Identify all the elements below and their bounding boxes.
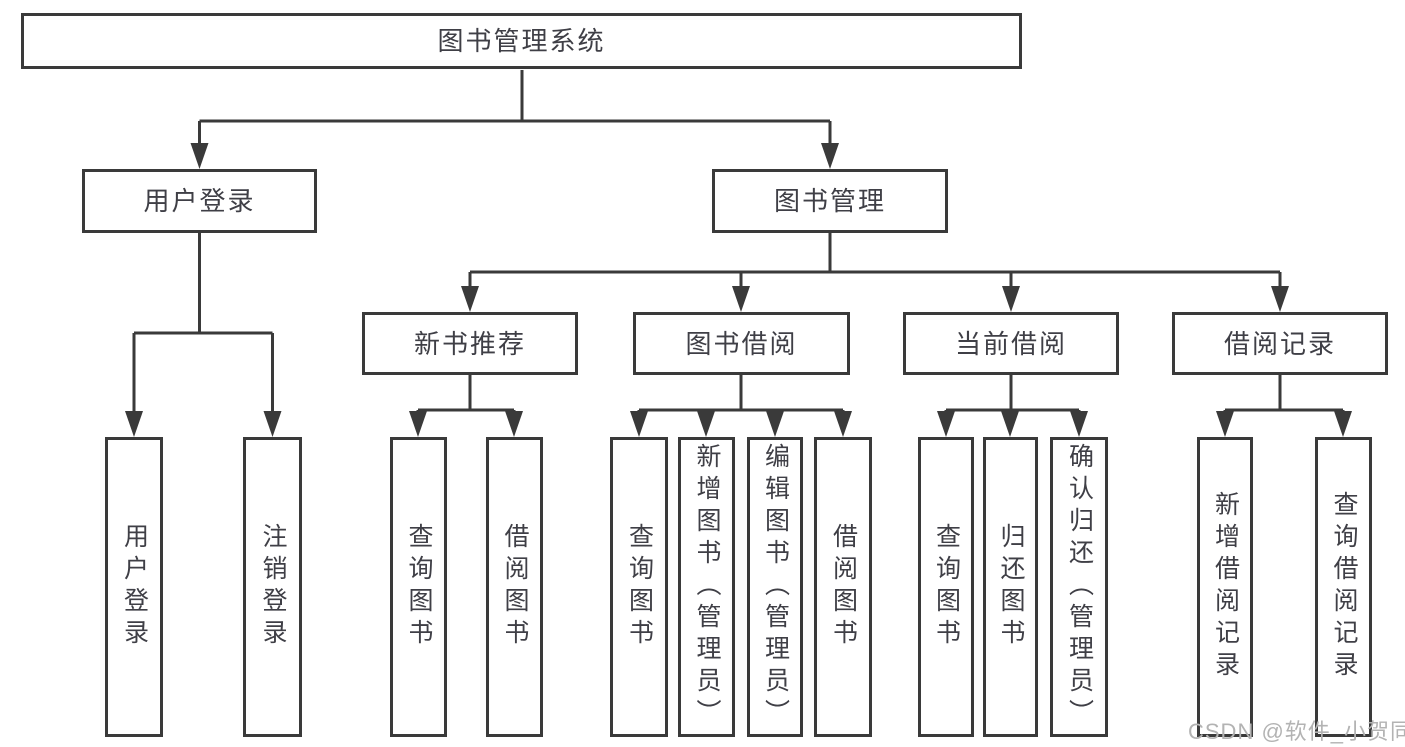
arrow-to-user-login bbox=[190, 143, 209, 169]
node-label: 当前借阅 bbox=[954, 328, 1067, 359]
leaf-query-books: 查询图书 bbox=[610, 437, 668, 737]
leaf-edit-books-admin: 编辑图书（管理员） bbox=[747, 437, 803, 737]
connector-borrowing-records-split bbox=[1223, 375, 1345, 414]
node-library-management-system: 图书管理系统 bbox=[21, 13, 1022, 69]
node-label: 图书管理系统 bbox=[437, 26, 606, 56]
arrow-to-current-borrowing bbox=[1002, 286, 1020, 312]
leaf-label: 注销登录 bbox=[259, 523, 287, 651]
node-borrowing-records: 借阅记录 bbox=[1172, 312, 1388, 375]
leaf-label: 新增借阅记录 bbox=[1211, 491, 1240, 683]
node-label: 图书管理 bbox=[773, 186, 886, 216]
leaf-user-login: 用户登录 bbox=[105, 437, 163, 737]
node-label: 图书借阅 bbox=[685, 328, 798, 359]
arrow-leaf bbox=[1216, 411, 1234, 437]
arrowheads bbox=[125, 143, 1352, 437]
arrow-leaf bbox=[1334, 411, 1352, 437]
arrow-leaf bbox=[834, 411, 852, 437]
leaf-query-books: 查询图书 bbox=[390, 437, 447, 737]
leaf-label: 借阅图书 bbox=[501, 523, 529, 651]
csdn-watermark: CSDN @软件_小贺同学 bbox=[1188, 719, 1405, 744]
leaf-label: 查询借阅记录 bbox=[1330, 491, 1358, 683]
node-book-management: 图书管理 bbox=[712, 169, 948, 233]
arrow-leaf bbox=[697, 411, 715, 437]
arrow-leaf bbox=[1001, 411, 1019, 437]
node-new-book-recommend: 新书推荐 bbox=[362, 312, 578, 375]
node-current-borrowing: 当前借阅 bbox=[903, 312, 1119, 375]
connector-user-login-split bbox=[132, 233, 274, 415]
arrow-leaf bbox=[630, 411, 648, 437]
arrow-to-borrowing-records bbox=[1271, 286, 1289, 312]
leaf-label: 查询图书 bbox=[405, 523, 433, 651]
leaf-label: 用户登录 bbox=[120, 523, 149, 651]
leaf-label: 查询图书 bbox=[625, 523, 654, 651]
node-book-borrowing: 图书借阅 bbox=[633, 312, 850, 375]
leaf-return-books: 归还图书 bbox=[983, 437, 1038, 737]
arrow-leaf bbox=[505, 411, 523, 437]
arrow-leaf bbox=[409, 411, 427, 437]
node-user-login: 用户登录 bbox=[82, 169, 317, 233]
arrow-leaf bbox=[1070, 411, 1088, 437]
leaf-add-borrow-record: 新增借阅记录 bbox=[1197, 437, 1253, 737]
leaf-label: 查询图书 bbox=[932, 523, 961, 651]
arrow-leaf bbox=[263, 411, 282, 437]
connector-new-book-split bbox=[416, 375, 516, 414]
node-label: 用户登录 bbox=[143, 186, 256, 216]
arrow-to-book-management bbox=[821, 143, 839, 169]
leaf-label: 新增图书（管理员） bbox=[693, 443, 721, 731]
leaf-query-books: 查询图书 bbox=[918, 437, 974, 737]
leaf-label: 借阅图书 bbox=[829, 523, 858, 651]
leaf-borrow-books: 借阅图书 bbox=[486, 437, 543, 737]
leaf-label: 确认归还（管理员） bbox=[1065, 443, 1094, 731]
leaf-add-books-admin: 新增图书（管理员） bbox=[678, 437, 735, 737]
connector-book-management-split bbox=[468, 233, 1282, 290]
node-label: 借阅记录 bbox=[1223, 328, 1336, 359]
leaf-label: 编辑图书（管理员） bbox=[761, 443, 790, 731]
arrow-leaf bbox=[766, 411, 784, 437]
leaf-confirm-return-admin: 确认归还（管理员） bbox=[1050, 437, 1108, 737]
arrow-leaf bbox=[937, 411, 955, 437]
arrow-to-new-book bbox=[461, 286, 479, 312]
node-label: 新书推荐 bbox=[413, 328, 526, 359]
leaf-query-borrow-record: 查询借阅记录 bbox=[1315, 437, 1372, 737]
connector-root-split bbox=[198, 70, 832, 147]
arrow-leaf bbox=[125, 411, 143, 437]
connector-current-borrowing-split bbox=[944, 375, 1081, 414]
leaf-label: 归还图书 bbox=[997, 523, 1025, 651]
leaf-borrow-books: 借阅图书 bbox=[814, 437, 872, 737]
arrow-to-book-borrowing bbox=[732, 286, 750, 312]
leaf-logout: 注销登录 bbox=[243, 437, 302, 737]
connector-book-borrowing-split bbox=[637, 375, 845, 414]
